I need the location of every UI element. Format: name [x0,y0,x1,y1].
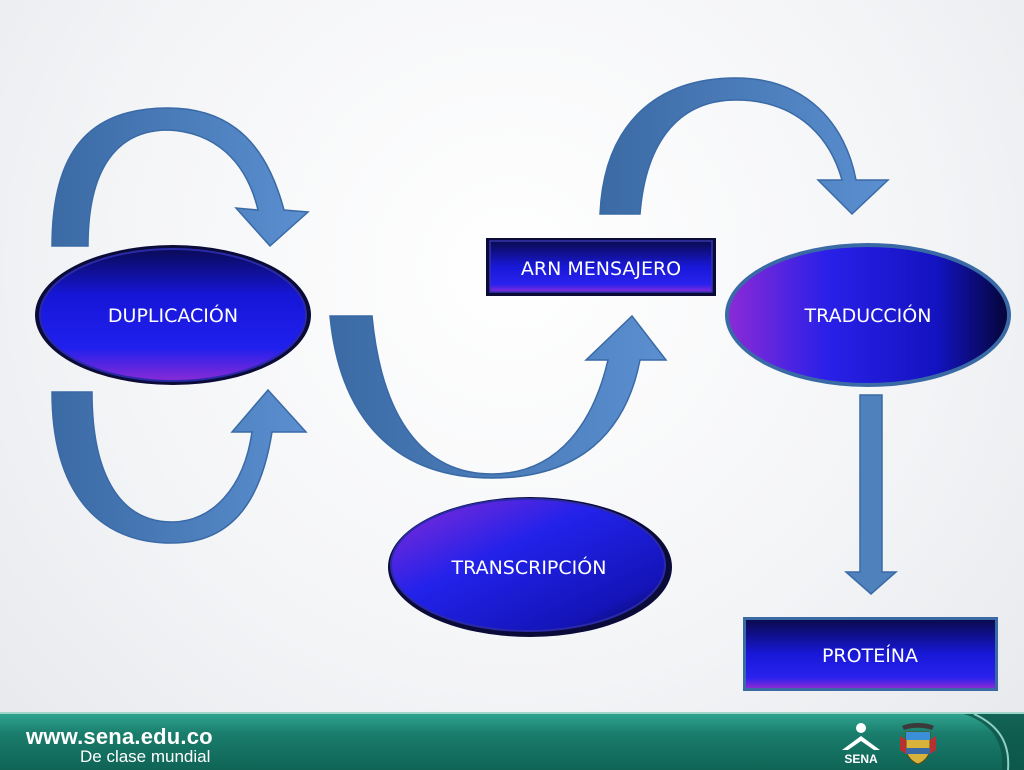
curved-arrow-top-right [599,77,890,216]
footer-bar: www.sena.edu.co De clase mundial SENA [0,712,1024,770]
curved-arrow-top-left [51,107,310,248]
node-label-transcripcion: TRANSCRIPCIÓN [451,555,607,579]
colombia-coat-of-arms-icon [900,723,936,765]
node-transcripcion: TRANSCRIPCIÓN [388,497,672,637]
sena-logo: SENA [842,723,880,766]
node-label-proteina: PROTEÍNA [822,644,918,667]
footer-url: www.sena.edu.co [26,724,213,749]
footer-decorative-curve [964,714,1024,770]
node-label-duplicacion: DUPLICACIÓN [108,303,238,327]
curved-arrow-bottom-left [51,388,308,544]
node-arn-mensajero: ARN MENSAJERO [486,238,716,296]
footer-slogan: De clase mundial [80,747,211,766]
node-duplicacion: DUPLICACIÓN [35,245,311,385]
sena-logo-text: SENA [844,752,878,766]
node-label-traduccion: TRADUCCIÓN [804,303,932,327]
node-label-arn-mensajero: ARN MENSAJERO [521,258,681,280]
node-proteina: PROTEÍNA [743,617,998,691]
down-arrow-to-proteina [844,394,898,595]
u-arrow-to-arn [329,314,668,479]
node-traduccion: TRADUCCIÓN [725,243,1011,387]
